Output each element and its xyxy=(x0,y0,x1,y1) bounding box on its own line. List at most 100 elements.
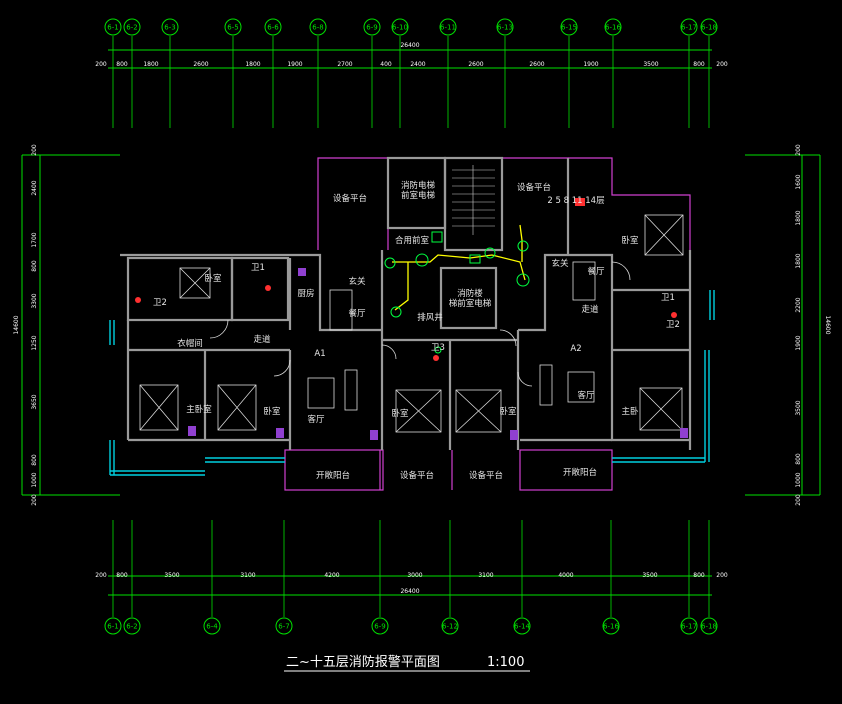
bottom-segment-dimension: 3500 xyxy=(164,572,179,579)
fire-alarm-wiring xyxy=(392,224,526,311)
top-axis-bubble: 6-11 xyxy=(439,18,457,36)
top-axis-label: 6-13 xyxy=(497,24,513,32)
top-segment-dimension: 2400 xyxy=(410,61,425,68)
bottom-segment-dimension: 3500 xyxy=(642,572,657,579)
top-axis-label: 6-9 xyxy=(366,24,377,32)
label-equip-platform-bottom-right: 设备平台 xyxy=(469,470,503,481)
right-total-dimension: 14600 xyxy=(824,315,831,334)
floor-list: 2 5 8 11 14层 xyxy=(547,196,604,206)
label-bath1-right: 卫1 xyxy=(661,293,675,303)
top-segment-dimension: 2700 xyxy=(337,61,352,68)
fixtures xyxy=(139,165,684,433)
right-segment-dimension: 800 xyxy=(795,453,802,465)
right-segment-dimension: 200 xyxy=(795,144,802,156)
bottom-segment-dimension: 3000 xyxy=(407,572,422,579)
bottom-axis-bubble: 6-2 xyxy=(123,617,141,635)
bottom-axis-bubble: 6-9 xyxy=(371,617,389,635)
left-segment-dimension: 1250 xyxy=(31,335,38,350)
top-segment-dimension: 1800 xyxy=(143,61,158,68)
top-axis-label: 6-3 xyxy=(164,24,175,32)
right-segment-dimension: 3500 xyxy=(795,400,802,415)
label-living-left: 客厅 xyxy=(307,414,325,425)
label-master-bedroom-right: 主卧 xyxy=(621,406,639,417)
left-segment-dimension: 3650 xyxy=(31,394,38,409)
accent-blocks xyxy=(188,268,688,440)
top-axis-bubble: 6-5 xyxy=(224,18,242,36)
left-segment-dimension: 3300 xyxy=(31,293,38,308)
top-axis-label: 6-15 xyxy=(561,24,577,32)
label-balcony-right: 开敞阳台 xyxy=(563,467,597,478)
bottom-axis-label: 6-18 xyxy=(701,623,717,631)
bottom-axis-bubble: 6-17 xyxy=(680,617,698,635)
top-axis-label: 6-6 xyxy=(267,24,279,32)
label-stair-mid: 消防楼梯前室电梯 xyxy=(449,288,492,309)
left-segment-dimension: 1700 xyxy=(31,232,38,247)
label-bedroom-left-mid: 卧室 xyxy=(263,406,281,417)
bottom-axis-label: 6-9 xyxy=(374,623,385,631)
right-segment-dimension: 1000 xyxy=(795,472,802,487)
left-segment-dimension: 800 xyxy=(31,260,38,272)
label-shared-lobby: 合用前室 xyxy=(395,235,430,246)
alarm-devices xyxy=(384,231,530,354)
label-equip-platform-top-right: 设备平台 xyxy=(517,182,551,193)
top-segment-dimension: 800 xyxy=(693,61,705,68)
label-bedroom-mid-left: 卧室 xyxy=(391,408,409,419)
top-dimension-chain xyxy=(108,49,712,69)
right-segment-dimension: 2200 xyxy=(795,297,802,312)
right-segment-dimension: 200 xyxy=(795,494,802,506)
top-axis-bubble: 6-18 xyxy=(700,18,718,36)
top-segment-dimension: 200 xyxy=(716,61,728,68)
top-segment-dimension: 800 xyxy=(116,61,128,68)
drawing-title: 二~十五层消防报警平面图 xyxy=(286,654,440,670)
top-segment-dimension: 1900 xyxy=(583,61,598,68)
left-dimension-chain xyxy=(21,154,120,496)
bottom-segment-dimension: 3100 xyxy=(478,572,493,579)
label-bath3-mid: 卫3 xyxy=(431,343,445,353)
walls xyxy=(120,156,692,450)
label-cloakroom: 衣帽间 xyxy=(177,338,203,349)
top-segment-dimension: 3500 xyxy=(643,61,658,68)
left-total-dimension: 14600 xyxy=(13,315,20,334)
top-segment-dimension: 200 xyxy=(95,61,107,68)
top-axis-label: 6-18 xyxy=(701,24,717,32)
label-balcony-left: 开敞阳台 xyxy=(316,470,350,481)
bottom-axis-label: 6-1 xyxy=(107,623,118,631)
top-axis-bubble: 6-17 xyxy=(680,18,698,36)
top-segment-dimension: 2600 xyxy=(529,61,544,68)
top-segment-dimension: 2600 xyxy=(468,61,483,68)
bottom-axis-label: 6-14 xyxy=(514,623,530,631)
right-segment-dimension: 1800 xyxy=(795,210,802,225)
left-segment-dimension: 200 xyxy=(31,144,38,156)
right-dimension-chain xyxy=(745,154,821,496)
bottom-axis-label: 6-2 xyxy=(126,623,137,631)
label-equip-platform-top-left: 设备平台 xyxy=(333,193,367,204)
label-unit-a1: A1 xyxy=(314,349,325,359)
top-segment-dimension: 400 xyxy=(380,61,392,68)
top-axis-label: 6-16 xyxy=(605,24,621,32)
label-kitchen-left: 厨房 xyxy=(297,288,314,299)
drawing-scale: 1:100 xyxy=(487,655,524,670)
label-dining-right: 餐厅 xyxy=(587,267,605,277)
top-axis-bubble: 6-9 xyxy=(363,18,381,36)
label-shaft-top: 消防电梯前室电梯 xyxy=(401,180,436,201)
bottom-axis-bubble: 6-12 xyxy=(441,617,459,635)
label-living-right: 客厅 xyxy=(577,390,595,401)
label-hall-left: 玄关 xyxy=(348,276,366,287)
top-axis-bubble: 6-15 xyxy=(560,18,578,36)
top-axis-label: 6-10 xyxy=(392,24,408,32)
bottom-segment-dimension: 200 xyxy=(716,572,728,579)
bottom-axis-bubble: 6-18 xyxy=(700,617,718,635)
label-bath2-right: 卫2 xyxy=(666,320,680,330)
label-unit-a2: A2 xyxy=(570,344,581,354)
top-segment-dimension: 2600 xyxy=(193,61,208,68)
right-segment-dimension: 1900 xyxy=(795,335,802,350)
bottom-total-dimension: 26400 xyxy=(400,588,419,595)
top-axis-label: 6-17 xyxy=(681,24,697,32)
label-hall-right: 玄关 xyxy=(551,258,569,269)
left-segment-dimension: 1000 xyxy=(31,472,38,487)
bottom-segment-dimension: 800 xyxy=(693,572,705,579)
left-segment-dimension: 2400 xyxy=(31,180,38,195)
left-segment-dimension: 800 xyxy=(31,454,38,466)
